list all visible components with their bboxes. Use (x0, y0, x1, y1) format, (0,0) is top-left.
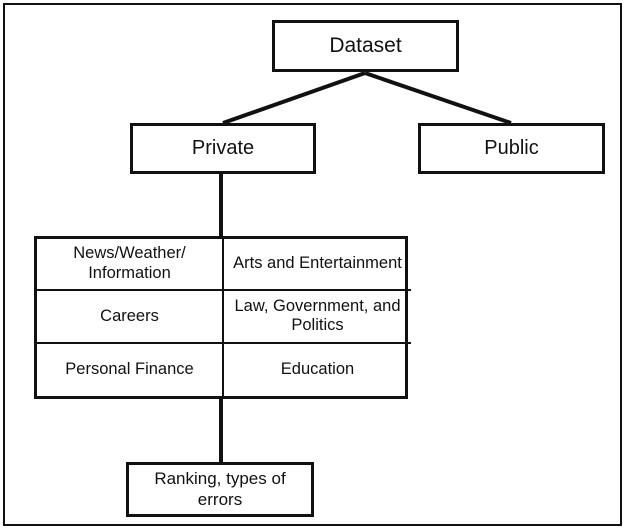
edge-dataset-public (364, 71, 512, 125)
node-dataset: Dataset (272, 20, 459, 72)
category-cell: Personal Finance (37, 343, 224, 396)
category-cell-label: Law, Government, and Politics (234, 296, 401, 335)
node-outcome: Ranking, types of errors (126, 462, 314, 517)
category-cell-label: Education (280, 359, 355, 378)
edge-dataset-private (222, 71, 366, 125)
node-private: Private (130, 123, 316, 174)
figure-border (3, 3, 622, 526)
category-cell-label: News/Weather/ Information (73, 244, 186, 283)
category-cell-label: Arts and Entertainment (233, 254, 402, 273)
category-cell: Education (224, 344, 411, 396)
node-private-label: Private (191, 136, 255, 159)
node-outcome-label: Ranking, types of errors (154, 469, 286, 509)
category-cell: Law, Government, and Politics (224, 291, 411, 344)
category-grid: News/Weather/ Information Arts and Enter… (34, 236, 411, 399)
node-dataset-label: Dataset (329, 33, 402, 57)
category-cell: Careers (37, 291, 224, 344)
category-cell: News/Weather/ Information (37, 239, 224, 292)
category-cell-label: Careers (100, 306, 159, 325)
node-public-label: Public (484, 136, 539, 159)
category-cell: Arts and Entertainment (224, 239, 411, 292)
category-cell-label: Personal Finance (65, 359, 194, 378)
node-public: Public (418, 123, 605, 174)
